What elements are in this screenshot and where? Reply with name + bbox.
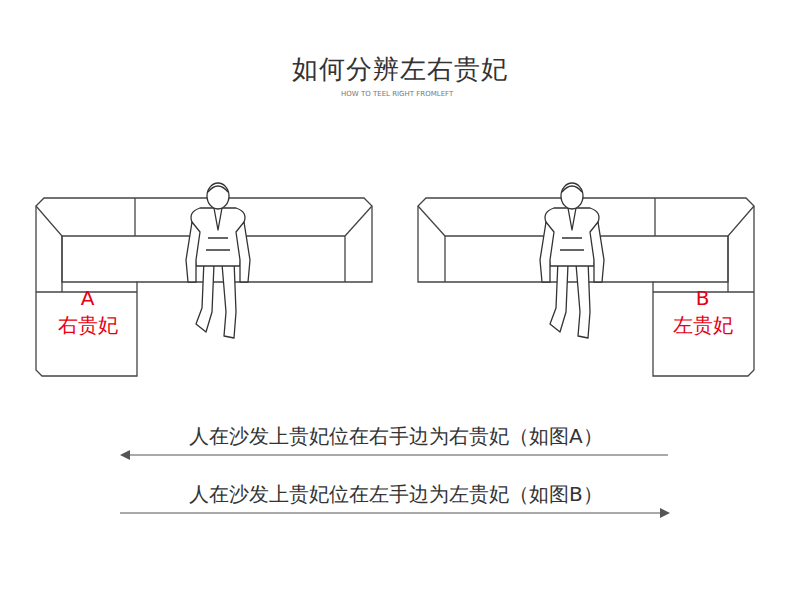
- title: 如何分辨左右贵妃: [292, 52, 508, 87]
- arrow-head: [660, 508, 670, 518]
- person-figure: [186, 183, 250, 338]
- note-text: 人在沙发上贵妃位在左手边为左贵妃（如图B）: [187, 481, 605, 508]
- direction-arrow: [120, 513, 660, 514]
- position-label: 右贵妃: [58, 312, 118, 339]
- position-label: 左贵妃: [673, 312, 733, 339]
- arrow-head: [120, 450, 130, 460]
- chaise-section: A右贵妃: [40, 272, 135, 352]
- subtitle: HOW TO TEEL RIGHT FROMLEFT: [339, 90, 455, 98]
- chaise-section: B左贵妃: [655, 272, 750, 352]
- note-text: 人在沙发上贵妃位在右手边为右贵妃（如图A）: [187, 423, 605, 450]
- person-figure: [540, 183, 604, 338]
- callout-letter: B: [696, 285, 710, 312]
- direction-arrow: [128, 455, 668, 456]
- callout-letter: A: [81, 285, 95, 312]
